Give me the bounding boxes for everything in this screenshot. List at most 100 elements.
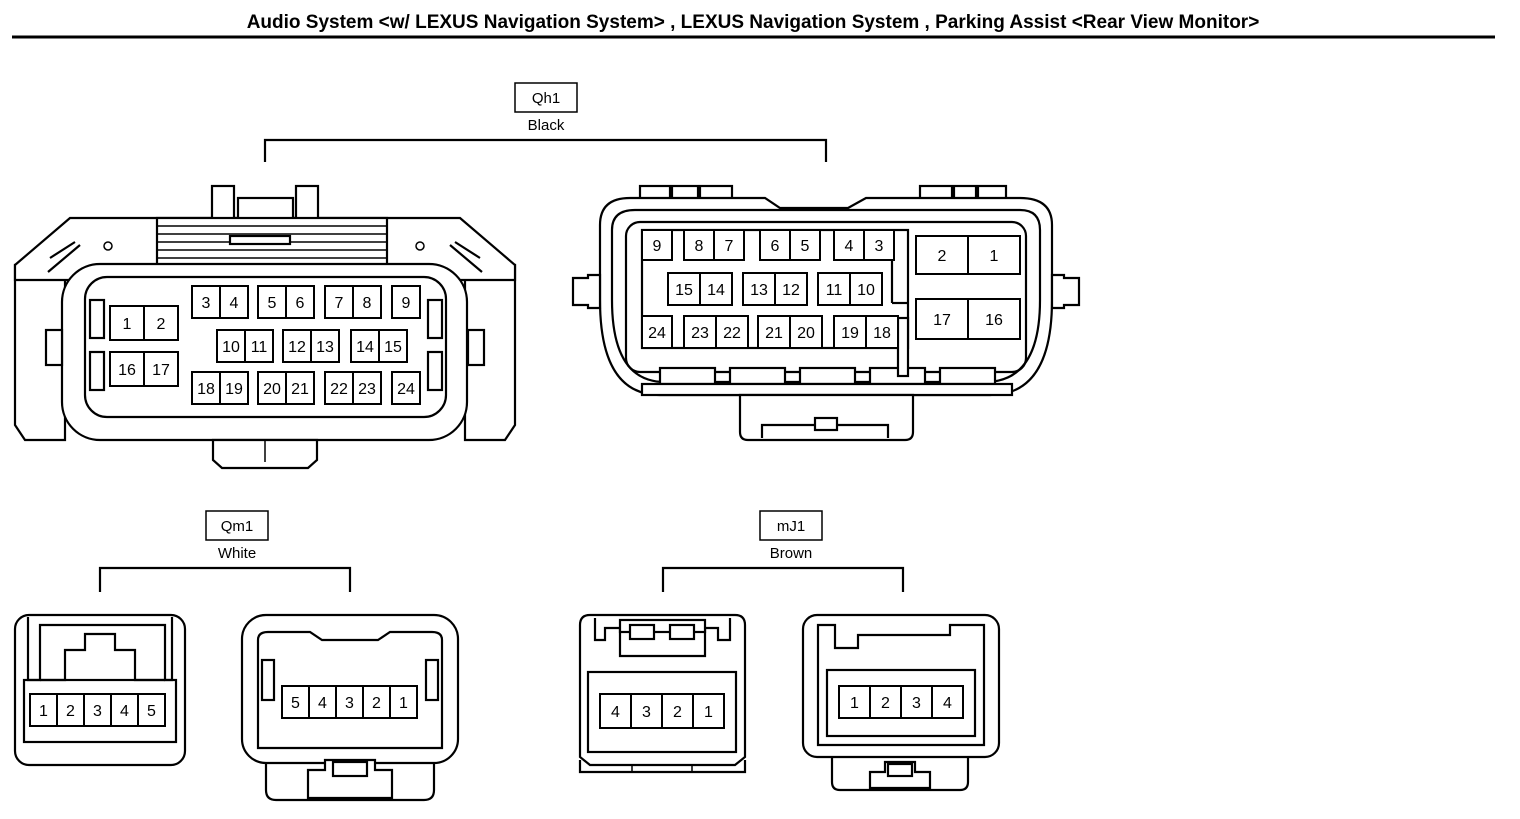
pin-number: 17 (152, 362, 170, 379)
pin-cell (915, 298, 969, 340)
pin-cell (931, 685, 964, 719)
pin-number: 21 (291, 381, 309, 398)
pin-cell (143, 305, 179, 341)
pin-cell (900, 685, 933, 719)
pin-number: 1 (399, 695, 408, 712)
pin-cell (310, 329, 340, 363)
pin-cell (641, 315, 673, 349)
pin-cell (219, 371, 249, 405)
pin-number: 10 (857, 282, 875, 299)
pin-number: 16 (118, 362, 136, 379)
pin-cell (352, 285, 382, 319)
connector-code-qm1: Qm1 (221, 518, 254, 535)
pin-number: 2 (157, 316, 166, 333)
pin-number: 20 (263, 381, 281, 398)
pin-cell (838, 685, 871, 719)
connector-color-qh1: Black (528, 117, 565, 134)
pin-cell (683, 315, 717, 349)
pin-number: 9 (653, 238, 662, 255)
pin-cell (391, 371, 421, 405)
connector-code-mj1: mJ1 (777, 518, 805, 535)
pin-cell (849, 272, 883, 306)
pin-number: 20 (797, 325, 815, 342)
pin-cell (285, 371, 315, 405)
pin-cell (56, 693, 85, 727)
bracket-mj1 (661, 566, 905, 592)
pin-cell (29, 693, 58, 727)
pin-number: 4 (611, 704, 620, 721)
pin-cell (715, 315, 749, 349)
connector-code-qh1: Qh1 (532, 90, 560, 107)
pin-cell (863, 229, 895, 261)
pin-number: 2 (938, 248, 947, 265)
connector-color-mj1: Brown (770, 545, 813, 562)
pin-cell (143, 351, 179, 387)
pin-number: 7 (335, 295, 344, 312)
pin-number: 23 (358, 381, 376, 398)
pin-number: 5 (801, 238, 810, 255)
bracket-qm1 (98, 566, 352, 592)
pin-number: 6 (771, 238, 780, 255)
pin-cell (789, 315, 823, 349)
pin-number: 8 (363, 295, 372, 312)
qm1-male-pins: 5 4 3 2 1 (281, 685, 418, 719)
pin-number: 1 (123, 316, 132, 333)
pin-cell (817, 272, 851, 306)
pin-cell (308, 685, 337, 719)
pin-cell (378, 329, 408, 363)
pin-number: 4 (318, 695, 327, 712)
pin-number: 2 (673, 704, 682, 721)
pin-cell (83, 693, 112, 727)
pin-number: 13 (316, 339, 334, 356)
pin-cell (915, 235, 969, 275)
pin-cell (869, 685, 902, 719)
pin-number: 4 (230, 295, 239, 312)
pin-cell (774, 272, 808, 306)
pin-number: 5 (268, 295, 277, 312)
pin-cell (789, 229, 821, 261)
pin-number: 17 (933, 312, 951, 329)
pin-number: 16 (985, 312, 1003, 329)
pin-number: 12 (288, 339, 306, 356)
pin-cell (713, 229, 745, 261)
pin-number: 11 (251, 339, 268, 356)
pin-number: 4 (943, 695, 952, 712)
pin-cell (110, 693, 139, 727)
pin-number: 10 (222, 339, 240, 356)
pin-number: 4 (845, 238, 854, 255)
pin-number: 5 (291, 695, 300, 712)
pin-cell (692, 693, 725, 729)
pin-number: 11 (826, 282, 843, 299)
pin-cell (335, 685, 364, 719)
pin-number: 24 (648, 325, 666, 342)
pin-number: 19 (225, 381, 243, 398)
pin-number: 23 (691, 325, 709, 342)
pin-number: 1 (704, 704, 713, 721)
pin-cell (967, 298, 1021, 340)
pin-number: 15 (384, 339, 402, 356)
pin-cell (865, 315, 899, 349)
pin-cell (191, 371, 221, 405)
pin-number: 2 (372, 695, 381, 712)
pin-number: 2 (881, 695, 890, 712)
pin-number: 3 (345, 695, 354, 712)
pin-cell (833, 315, 867, 349)
pin-number: 22 (723, 325, 741, 342)
pin-number: 15 (675, 282, 693, 299)
pin-number: 1 (39, 703, 48, 720)
pin-cell (352, 371, 382, 405)
pin-cell (630, 693, 663, 729)
pin-cell (109, 351, 145, 387)
pin-cell (350, 329, 380, 363)
connector-code-box-qh1 (514, 82, 578, 113)
pin-number: 14 (707, 282, 725, 299)
pin-number: 9 (402, 295, 411, 312)
pin-cell (667, 272, 701, 306)
page-title: Audio System <w/ LEXUS Navigation System… (247, 12, 1260, 33)
pin-cell (833, 229, 865, 261)
